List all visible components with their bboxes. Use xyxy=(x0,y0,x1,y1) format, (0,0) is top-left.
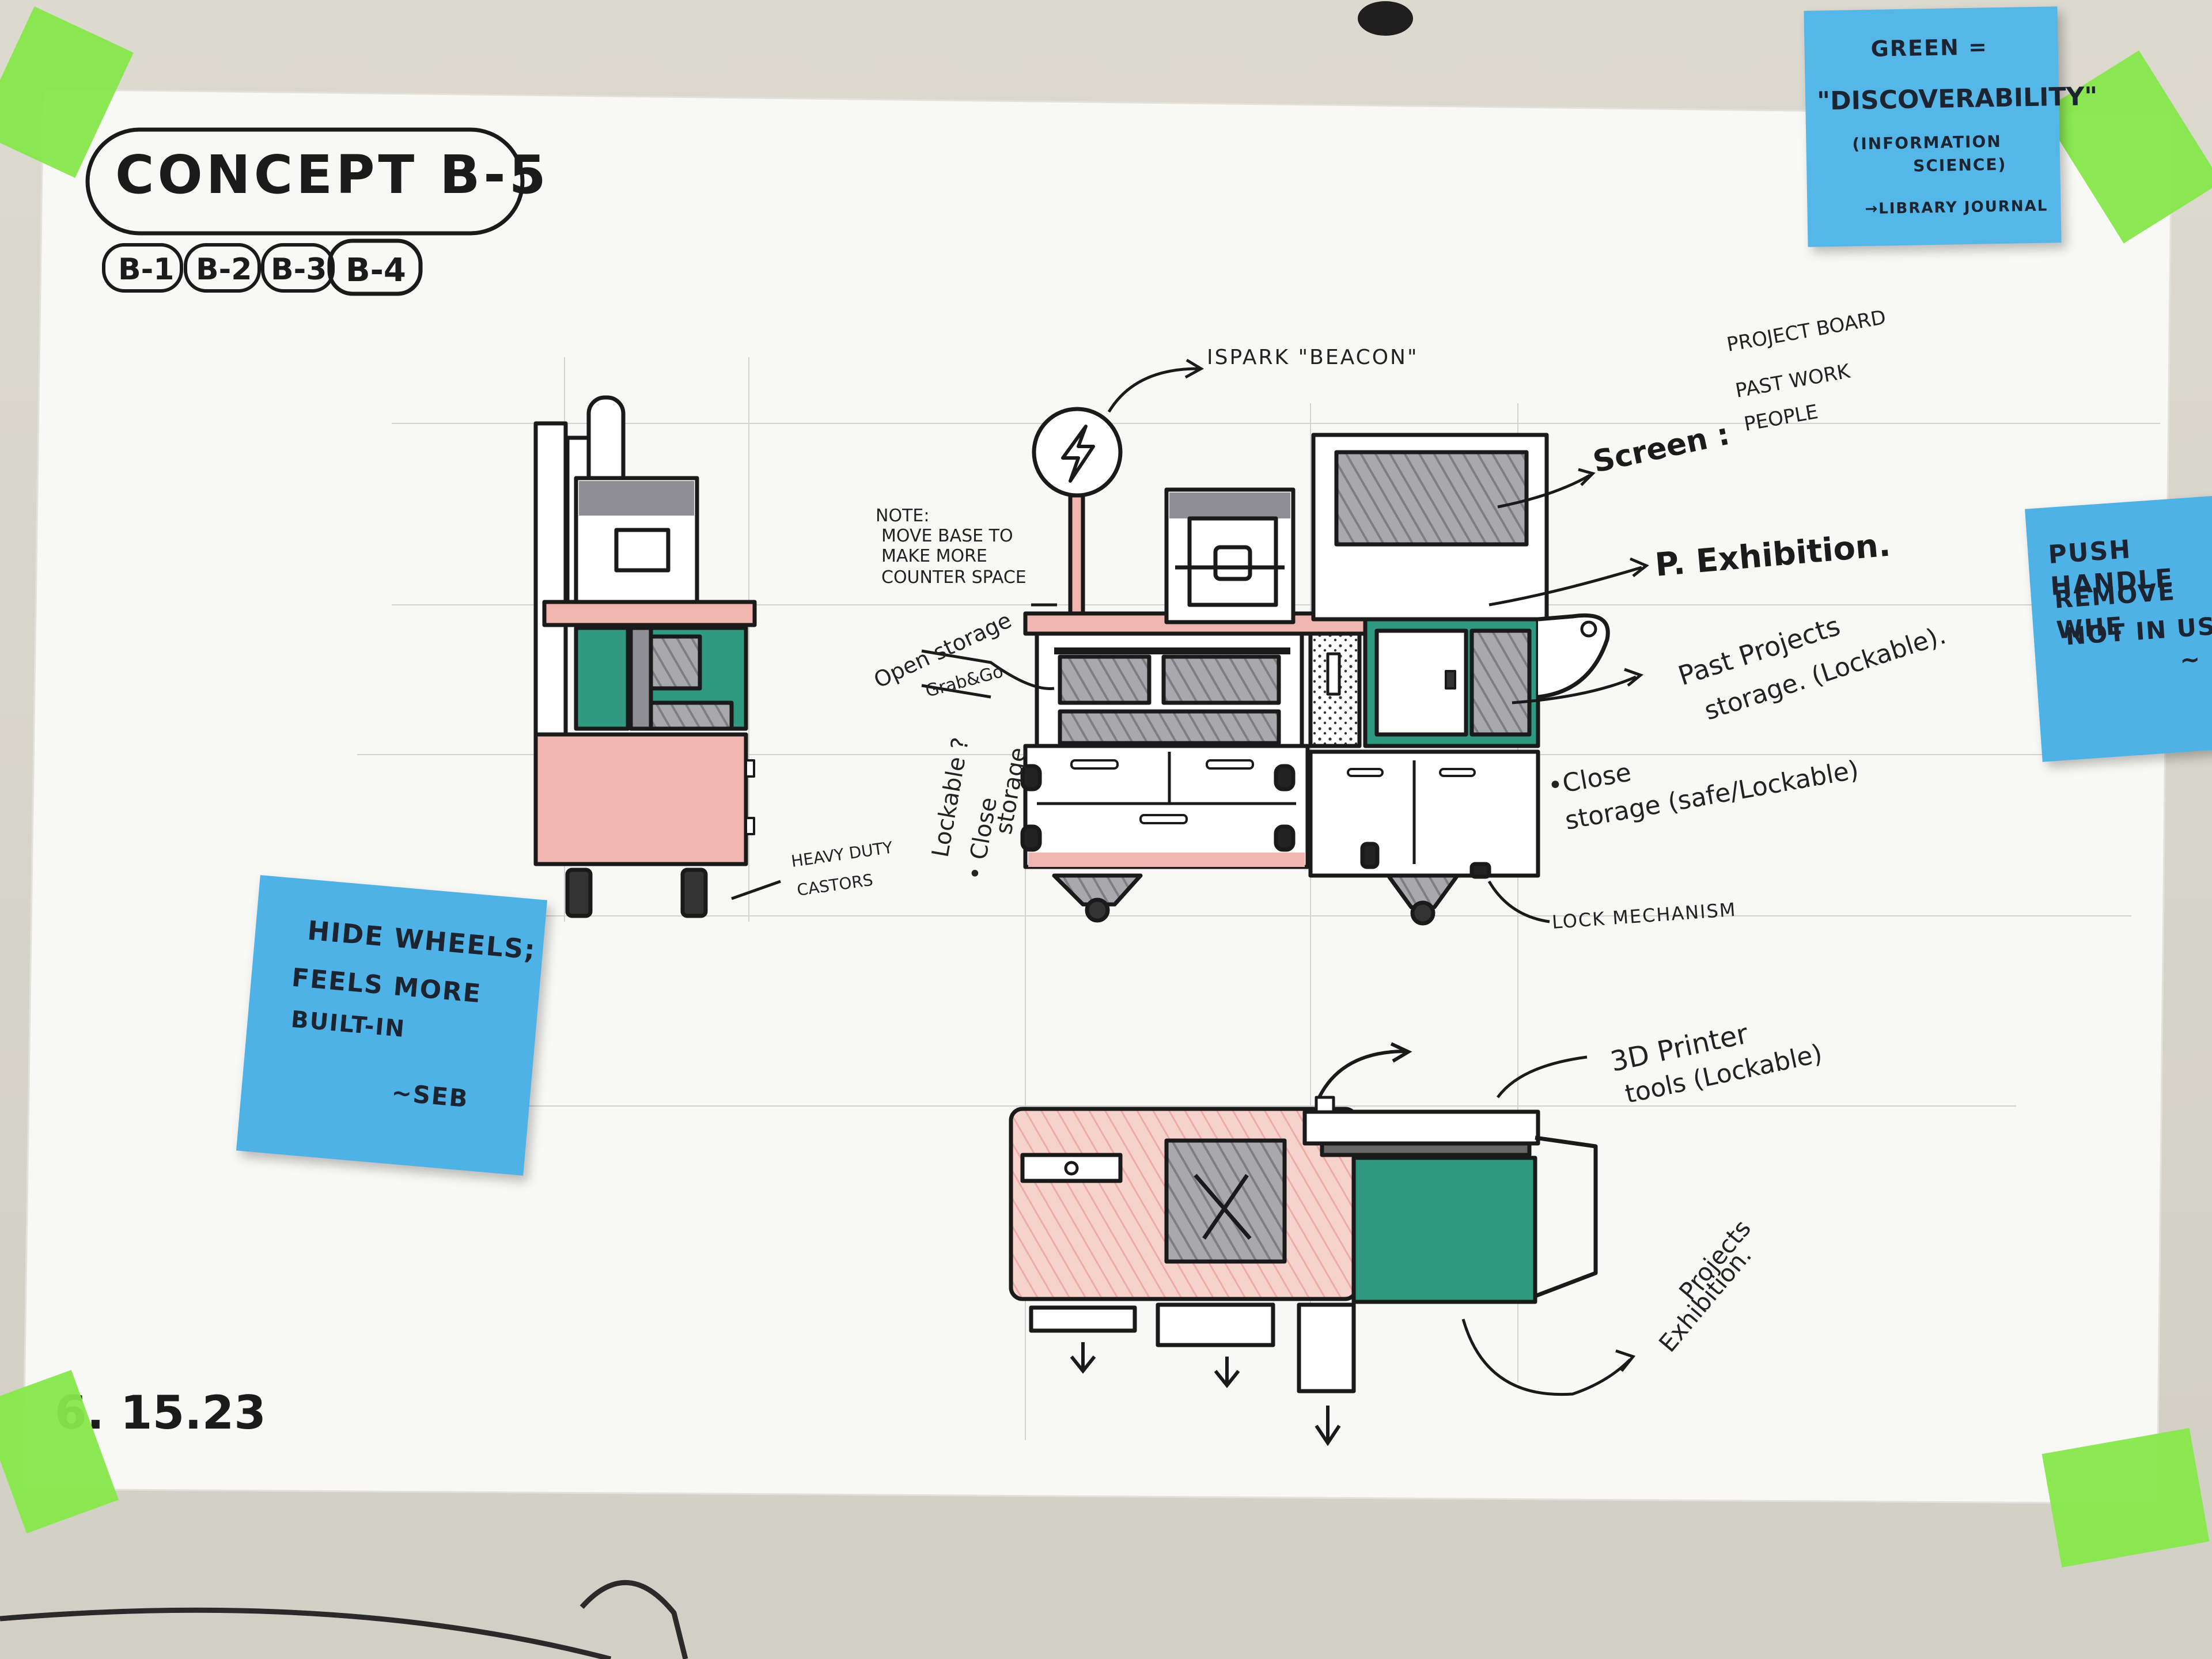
side-bumper xyxy=(1020,764,1042,791)
sticky-line: GREEN = xyxy=(1870,34,1988,62)
side-counter xyxy=(542,600,757,627)
drawer-out-3 xyxy=(1297,1302,1356,1393)
side-pink-base xyxy=(533,732,748,866)
front-monitor-box xyxy=(1213,545,1252,581)
side-grey-block xyxy=(628,626,653,731)
variant-tag-bg xyxy=(261,243,335,293)
beacon-pole xyxy=(1068,493,1085,619)
top-printer-shelf xyxy=(1320,1141,1532,1157)
screen-display xyxy=(1334,450,1529,547)
side-knob xyxy=(745,759,755,778)
variant-tag-1: B-1 xyxy=(118,252,174,287)
close-storage-left xyxy=(1023,744,1310,869)
sticky-line: HIDE WHEELS; xyxy=(306,914,537,966)
side-hatch-top xyxy=(649,634,702,691)
drawer-handle xyxy=(1070,759,1119,770)
variant-tag-bg xyxy=(184,243,261,293)
drawer-out-1 xyxy=(1029,1305,1137,1333)
side-wheel-left xyxy=(565,868,593,918)
lightning-icon xyxy=(1061,425,1095,483)
sticky-note-hide-wheels: HIDE WHEELS; FEELS MORE BUILT-IN ~SEB xyxy=(236,875,547,1176)
sticky-line: ~SEB xyxy=(390,1078,470,1113)
beacon-label: ISPARK "BEACON" xyxy=(1207,346,1419,369)
variant-tag-3: B-3 xyxy=(271,252,327,287)
front-monitor-top xyxy=(1169,493,1290,518)
side-bumper xyxy=(1274,824,1296,852)
drawer-handle xyxy=(1139,814,1188,824)
top-view-sketch xyxy=(1009,1096,1598,1393)
sticky-line: (INFORMATION xyxy=(1852,131,2002,154)
top-slot xyxy=(1020,1153,1123,1183)
top-monitor-x xyxy=(1194,1173,1252,1240)
open-storage-hatch-1 xyxy=(1058,654,1152,705)
sticky-line: →LIBRARY JOURNAL xyxy=(1865,197,2048,218)
top-monitor xyxy=(1164,1138,1287,1264)
note-line: NOTE: xyxy=(876,506,929,526)
side-hatch-bottom xyxy=(649,700,734,731)
note-line: MAKE MORE xyxy=(881,546,987,566)
lock-mechanism-2 xyxy=(1469,862,1491,879)
side-view-sketch xyxy=(533,395,757,918)
top-printer-tray xyxy=(1302,1109,1540,1146)
sticky-line: ~ xyxy=(2179,645,2202,675)
push-handle-pivot xyxy=(1580,620,1597,638)
side-wheel-right xyxy=(680,868,708,918)
front-wheel-right-hub xyxy=(1410,900,1435,926)
front-wheel-left xyxy=(1052,873,1143,907)
close-storage-right xyxy=(1308,749,1540,878)
wall-pin xyxy=(1358,1,1413,36)
note-text: NOTE: MOVE BASE TO MAKE MORE COUNTER SPA… xyxy=(876,506,1027,588)
title-bubble xyxy=(85,127,525,236)
variant-tag-4: B-4 xyxy=(346,252,406,289)
wall-cable xyxy=(0,1580,688,1659)
drawer-out-2 xyxy=(1156,1302,1275,1347)
open-storage-hatch-3 xyxy=(1058,709,1281,745)
side-bumper xyxy=(1274,764,1296,791)
variant-tag-2: B-2 xyxy=(196,252,252,287)
top-monitor-x xyxy=(1202,1174,1249,1240)
cabinet-handle xyxy=(1347,768,1384,777)
side-knob xyxy=(745,817,755,835)
sticky-line: "DISCOVERABILITY" xyxy=(1816,81,2098,116)
lock-mechanism xyxy=(1360,842,1380,869)
front-wheel-left-hub xyxy=(1085,897,1110,923)
top-push-handle xyxy=(1534,1135,1598,1298)
front-wheel-right xyxy=(1386,873,1460,910)
front-view-sketch xyxy=(1020,407,1610,926)
close-storage-left-pink xyxy=(1028,853,1305,867)
top-green-body xyxy=(1351,1156,1537,1304)
variant-tags: B-1 B-2 B-3 B-4 xyxy=(102,238,423,296)
note-line: COUNTER SPACE xyxy=(881,567,1027,588)
sticky-note-discoverability: GREEN = "DISCOVERABILITY" (INFORMATION S… xyxy=(1804,6,2098,247)
pull-out-arrows xyxy=(1070,1042,1412,1446)
cabinet-handle xyxy=(1439,768,1476,777)
side-screen-dark xyxy=(579,481,694,516)
variant-tag-bg xyxy=(102,243,183,293)
side-box xyxy=(614,528,671,573)
note-line: MOVE BASE TO xyxy=(881,526,1013,546)
sticky-line: FEELS MORE xyxy=(290,963,483,1009)
sticky-line: BUILT-IN xyxy=(290,1006,407,1043)
top-printer-clip xyxy=(1315,1096,1335,1113)
exhibition-door xyxy=(1374,628,1468,737)
dotted-panel-slot xyxy=(1326,652,1341,696)
sticky-line: SCIENCE) xyxy=(1912,154,2007,176)
side-green-left xyxy=(574,626,630,731)
drawer-handle xyxy=(1206,759,1254,770)
top-slot-knob xyxy=(1064,1161,1079,1176)
variant-tag-bg xyxy=(327,238,423,296)
side-bumper xyxy=(1020,824,1042,852)
sticky-note-push-handle: PUSH HANDLE REMOVE WHE NOT IN USE ~ xyxy=(2025,494,2212,762)
open-storage-hatch-2 xyxy=(1161,654,1281,705)
leader-lines xyxy=(731,358,1649,1396)
concept-title: CONCEPT B-5 xyxy=(115,144,550,206)
exhibition-latch xyxy=(1445,670,1456,690)
exhibition-grey xyxy=(1469,628,1532,737)
